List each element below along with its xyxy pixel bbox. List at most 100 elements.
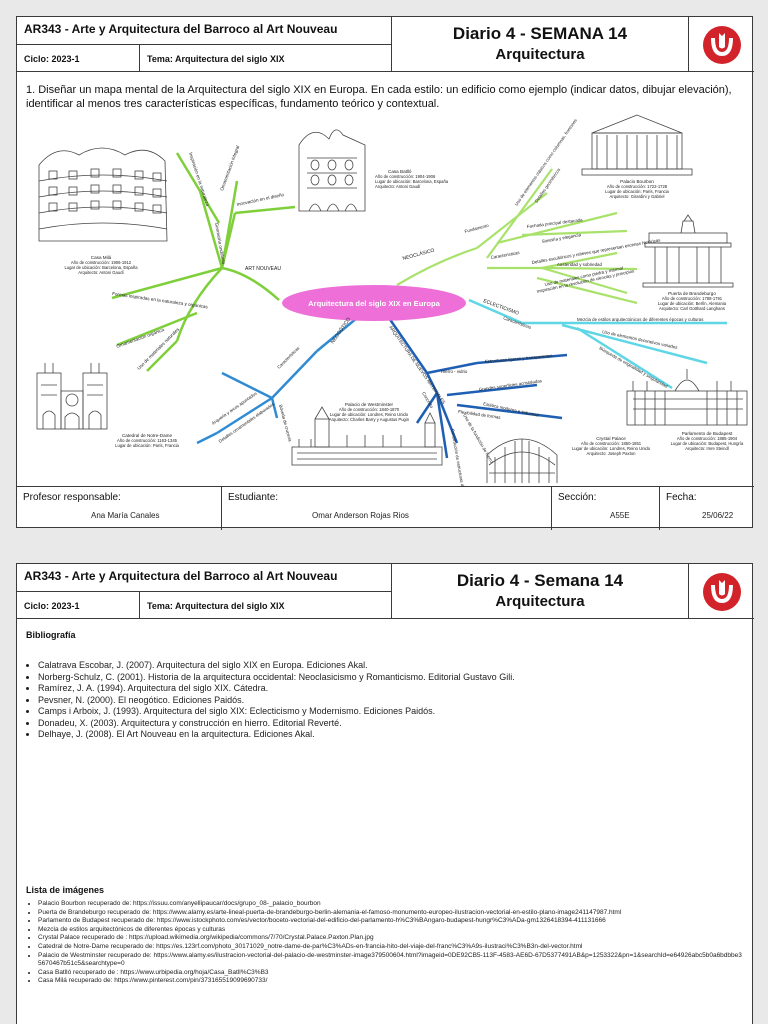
svg-text:Lugar de ubicación: Barcelona,: Lugar de ubicación: Barcelona, España <box>64 265 138 270</box>
page-header: AR343 - Arte y Arquitectura del Barroco … <box>17 17 754 72</box>
svg-text:Parlamento de Budapest: Parlamento de Budapest <box>682 431 733 436</box>
image-source-item: Palacio de Westminster recuperado de: ht… <box>38 952 742 969</box>
svg-text:Lugar de ubicación: Budapest,: Lugar de ubicación: Budapest, Hungría <box>671 441 744 446</box>
neo-item: Austeridad y sobriedad <box>557 262 602 267</box>
westminster-caption: Palacio de Westminster Año de construcci… <box>329 402 410 422</box>
seccion-label: Sección: <box>558 492 597 503</box>
course-title: AR343 - Arte y Arquitectura del Barroco … <box>17 564 392 592</box>
diary-subtitle: Arquitectura <box>495 46 585 63</box>
nouveau-item: Inspiración en la naturaleza <box>188 152 210 207</box>
center-node-label: Arquitectura del siglo XIX en Europa <box>308 299 440 308</box>
casa-mila-sketch <box>38 147 168 242</box>
image-source-item: Mezcla de estilos arquitectónicos de dif… <box>38 926 742 935</box>
bibliography-item: Delhaye, J. (2008). El Art Nouveau en la… <box>38 729 742 741</box>
svg-text:Año de construcción: 1788-1791: Año de construcción: 1788-1791 <box>662 296 723 301</box>
svg-text:Casa Milá: Casa Milá <box>91 255 112 260</box>
image-list-heading: Lista de imágenes <box>26 885 105 895</box>
bibliography-item: Camps i Arboix, J. (1993). Arquitectura … <box>38 706 742 718</box>
casa-mila-caption: Casa Milá Año de construcción: 1906-1912… <box>64 255 138 275</box>
svg-text:Lugar de ubicación: Barcelona,: Lugar de ubicación: Barcelona, España <box>375 179 449 184</box>
eclect-item: Mezcla de estilos arquitectónicos de dif… <box>577 317 704 322</box>
mind-map: Arquitectura del siglo XIX en Europa ART… <box>36 114 748 486</box>
svg-text:Lugar de ubicación: París, Fra: Lugar de ubicación: París, Francia <box>605 189 669 194</box>
upc-logo-icon <box>689 564 754 619</box>
notre-dame-sketch <box>36 363 108 430</box>
diary-subtitle: Arquitectura <box>495 593 585 610</box>
svg-text:Año de construcción: 1885-1904: Año de construcción: 1885-1904 <box>677 436 738 441</box>
hierro-item: Hierro - vidrio <box>441 369 468 374</box>
fecha-cell: Fecha: 25/06/22 <box>660 487 754 530</box>
seccion-cell: Sección: A55E <box>552 487 660 530</box>
svg-text:Casa Batlló: Casa Batlló <box>388 169 412 174</box>
eclect-item: Búsqueda de originalidad y singularidad <box>599 346 669 390</box>
svg-text:Arquitecto: Charles Barry y Au: Arquitecto: Charles Barry y Augustus Pug… <box>329 417 410 422</box>
profesor-name: Ana María Canales <box>91 511 160 520</box>
casa-mila-windows <box>48 168 162 214</box>
parlamento-budapest-caption: Parlamento de Budapest Año de construcci… <box>671 431 744 451</box>
upc-logo-icon <box>689 17 754 72</box>
svg-text:Arquitecto: Antoni Gaudí: Arquitecto: Antoni Gaudí <box>375 184 421 189</box>
diary-page-1: AR343 - Arte y Arquitectura del Barroco … <box>16 16 754 530</box>
gotico-item: Detalles ornamentales elaborados <box>218 401 276 444</box>
profesor-cell: Profesor responsable: Ana María Canales <box>17 487 222 530</box>
branch-label-nuevos-materiales: ARQUITECTURA DE NUEVOS MATERIALES <box>388 325 446 405</box>
svg-text:Catedral de Notre-Dame: Catedral de Notre-Dame <box>122 433 172 438</box>
svg-text:Palacio de Westminster: Palacio de Westminster <box>345 402 394 407</box>
image-list: Palacio Bourbon recuperado de: https://i… <box>26 900 742 986</box>
svg-text:Lugar de ubicación: Berlín, Al: Lugar de ubicación: Berlín, Alemania <box>658 301 727 306</box>
estudiante-cell: Estudiante: Omar Anderson Rojas Rios <box>222 487 552 530</box>
gotico-item: Bóveda de crucería <box>278 404 293 443</box>
branch-label-neoclasico: NEOCLÁSICO <box>402 247 436 262</box>
brandenburgo-sketch <box>642 214 734 288</box>
image-source-item: Palacio Bourbon recuperado de: https://i… <box>38 900 742 909</box>
topic-label: Tema: Arquitectura del siglo XIX <box>140 592 392 619</box>
diary-title: Diario 4 - SEMANA 14 <box>452 24 628 43</box>
svg-text:Lugar de ubicación: Londres, R: Lugar de ubicación: Londres, Reino Unido <box>330 412 409 417</box>
diary-title-block: Diario 4 - SEMANA 14 Arquitectura <box>392 17 689 72</box>
westminster-sketch <box>291 406 443 466</box>
hierro-item: Uso de la fundición de hierro <box>462 413 495 464</box>
svg-text:Año de construcción: 1163-1345: Año de construcción: 1163-1345 <box>117 438 178 443</box>
nouveau-item: Formas inspiradas en la naturaleza y org… <box>112 291 209 309</box>
svg-text:Lugar de ubicación: Londres, R: Lugar de ubicación: Londres, Reino Unido <box>572 446 651 451</box>
svg-text:Palacio Bourbon: Palacio Bourbon <box>620 179 654 184</box>
svg-text:Crystal Palace: Crystal Palace <box>596 436 626 441</box>
branch-label-neogotico: NEOGÓTICO <box>329 316 352 345</box>
svg-text:Año de construcción: 1904-1906: Año de construcción: 1904-1906 <box>375 174 436 179</box>
diary-title: Diario 4 - Semana 14 <box>456 571 624 590</box>
svg-text:Arquitecto: Antoni Gaudí: Arquitecto: Antoni Gaudí <box>78 270 124 275</box>
fecha-value: 25/06/22 <box>702 511 734 520</box>
svg-text:Año de construcción: 1722-1728: Año de construcción: 1722-1728 <box>607 184 668 189</box>
seccion-value: A55E <box>610 511 630 520</box>
svg-text:Año de construcción: 1840-1870: Año de construcción: 1840-1870 <box>339 407 400 412</box>
crystal-palace-sketch <box>486 438 558 483</box>
neo-item: Características <box>490 250 520 260</box>
palacio-bourbon-sketch <box>581 114 693 176</box>
cycle-label: Ciclo: 2023-1 <box>17 592 140 619</box>
bibliography-item: Donadeu, X. (2003). Arquitectura y const… <box>38 718 742 730</box>
svg-text:Año de construcción: 1906-1912: Año de construcción: 1906-1912 <box>71 260 132 265</box>
parlamento-budapest-sketch <box>626 369 748 426</box>
svg-text:Lugar de ubicación: París, Fra: Lugar de ubicación: París, Francia <box>115 443 179 448</box>
course-title: AR343 - Arte y Arquitectura del Barroco … <box>17 17 392 45</box>
bibliography-item: Norberg-Schulz, C. (2001). Historia de l… <box>38 672 742 684</box>
image-source-item: Casa Batlló recuperado de : https://www.… <box>38 969 742 978</box>
casa-batllo-caption: Casa Batlló Año de construcción: 1904-19… <box>375 169 449 189</box>
neogotico-branches <box>196 317 358 445</box>
art-nouveau-main-line <box>221 266 280 301</box>
branch-label-art-nouveau: ART NOUVEAU <box>245 266 281 272</box>
hierro-branches <box>387 317 568 459</box>
nouveau-item: Innovación en el diseño <box>236 192 285 207</box>
brandenburgo-caption: Puerta de Brandeburgo Año de construcció… <box>658 291 727 311</box>
page-header: AR343 - Arte y Arquitectura del Barroco … <box>17 564 754 619</box>
bibliography-heading: Bibliografía <box>26 630 76 640</box>
svg-text:Año de construcción: 1850-1851: Año de construcción: 1850-1851 <box>581 441 642 446</box>
center-node <box>282 285 466 321</box>
page-footer: Profesor responsable: Ana María Canales … <box>17 486 754 530</box>
hierro-item: Flexibilidad de formas <box>458 409 502 420</box>
cycle-label: Ciclo: 2023-1 <box>17 45 140 72</box>
diary-title-block: Diario 4 - Semana 14 Arquitectura <box>392 564 689 619</box>
svg-text:Puerta de Brandeburgo: Puerta de Brandeburgo <box>668 291 716 296</box>
neo-item: Simetría y elegancia <box>541 232 582 244</box>
topic-label: Tema: Arquitectura del siglo XIX <box>140 45 392 72</box>
